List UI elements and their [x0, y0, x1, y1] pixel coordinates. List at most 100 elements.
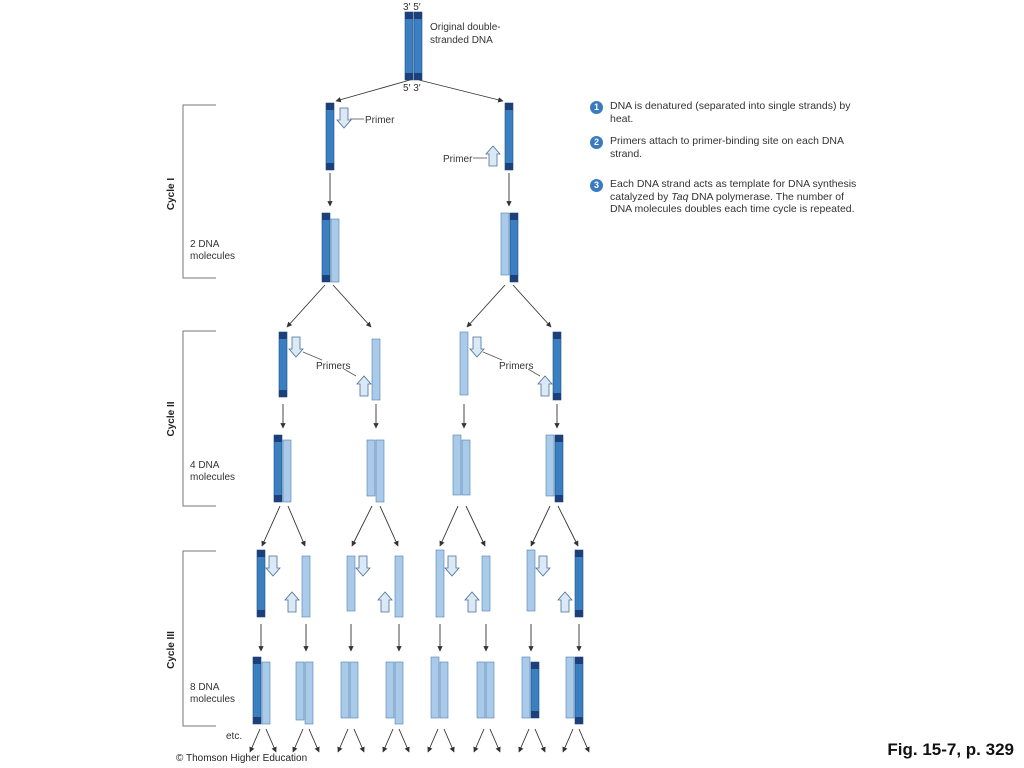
cycle-1-bracket	[182, 104, 216, 279]
flow-arrow	[353, 728, 365, 753]
flow-arrow	[530, 505, 551, 547]
template-strand	[574, 549, 584, 618]
primer-arrow	[355, 555, 371, 577]
strand-end-cap	[405, 12, 413, 19]
new-strand	[459, 331, 469, 396]
template-strand	[504, 102, 514, 171]
primers-leader-line	[302, 351, 323, 361]
cycle-2-label: Cycle II	[166, 401, 177, 436]
flow-arrow	[418, 79, 504, 103]
strand-end-cap	[505, 163, 513, 170]
primer-label-left: Primer	[365, 115, 395, 126]
strand-end-cap	[253, 717, 261, 724]
flow-arrow	[249, 728, 261, 753]
new-strand	[476, 661, 486, 719]
strand-end-cap	[510, 275, 518, 282]
new-strand	[261, 661, 271, 725]
flow-arrow	[443, 728, 455, 753]
flow-arrow	[287, 505, 306, 547]
primers-label-left: Primers	[316, 361, 350, 372]
flow-arrow	[512, 284, 552, 328]
new-strand	[340, 661, 350, 719]
figure-reference: Fig. 15-7, p. 329	[887, 740, 1014, 759]
primers-leader-line	[343, 368, 357, 377]
strand-end-cap	[279, 332, 287, 339]
new-strand	[461, 439, 471, 496]
cycle-2-count-line1: 4 DNA	[190, 460, 220, 471]
template-strand	[273, 434, 283, 503]
template-strand	[530, 661, 540, 719]
template-strand	[552, 331, 562, 401]
new-strand	[485, 661, 495, 719]
new-strand	[452, 434, 462, 496]
primers-leader-line	[482, 351, 503, 361]
strand-end-cap	[322, 213, 330, 220]
strand-end-label-bottom: 5′ 3′	[403, 83, 421, 94]
template-strand	[509, 212, 519, 283]
template-strand	[554, 434, 564, 503]
strand-end-cap	[414, 12, 422, 19]
strand-end-cap	[575, 610, 583, 617]
new-strand	[385, 661, 395, 719]
strand-end-cap	[505, 103, 513, 110]
template-strand	[321, 212, 331, 283]
strand-end-cap	[257, 550, 265, 557]
new-strand	[375, 439, 385, 503]
strand-end-cap	[531, 711, 539, 718]
original-dna-label-line1: Original double-	[430, 22, 501, 33]
strand-end-cap	[531, 662, 539, 669]
flow-arrow	[534, 728, 546, 753]
template-strand	[325, 102, 335, 171]
new-strand	[304, 661, 314, 725]
strand-end-cap	[575, 657, 583, 664]
cycle-3-count-line1: 8 DNA	[190, 682, 220, 693]
strand-end-cap	[553, 393, 561, 400]
flow-arrow	[518, 728, 530, 753]
primer-arrow	[464, 591, 480, 613]
new-strand	[526, 549, 536, 612]
strand-end-cap	[555, 495, 563, 502]
flow-arrow	[335, 79, 411, 103]
step-text: Primers attach to primer-binding site on…	[610, 135, 844, 160]
new-strand	[349, 661, 359, 719]
flow-arrow	[308, 728, 320, 753]
cycle-3-count-line2: molecules	[190, 694, 235, 705]
original-dna-label-line2: stranded DNA	[430, 35, 493, 46]
primer-arrow	[535, 555, 551, 577]
flow-arrow	[261, 505, 281, 547]
cycle-2-bracket	[182, 330, 216, 507]
primer-arrow	[377, 591, 393, 613]
new-strand	[282, 439, 292, 503]
strand-end-cap	[322, 275, 330, 282]
strand-end-cap	[575, 717, 583, 724]
strand-end-cap	[274, 495, 282, 502]
flow-arrow	[465, 505, 486, 547]
strand-end-cap	[555, 435, 563, 442]
primers-label-right: Primers	[499, 361, 533, 372]
new-strand	[371, 338, 381, 401]
flow-arrow	[439, 505, 459, 547]
primers-leader-line	[527, 368, 541, 377]
primer-label-right: Primer	[443, 154, 473, 165]
flow-arrow	[382, 728, 394, 753]
strand-end-cap	[326, 163, 334, 170]
new-strand	[346, 555, 356, 612]
flow-arrow	[473, 728, 485, 753]
primer-arrow	[557, 591, 573, 613]
flow-arrow	[466, 284, 506, 328]
step-text: Each DNA strand acts as template for DNA…	[610, 178, 860, 216]
new-strand	[439, 661, 449, 719]
new-strand	[565, 656, 575, 719]
step-list: 1 DNA is denatured (separated into singl…	[590, 100, 860, 226]
flow-arrow	[337, 728, 349, 753]
step-number-badge: 1	[590, 101, 603, 114]
strand-end-cap	[405, 73, 413, 80]
step-number-badge: 3	[590, 179, 603, 192]
strand-end-cap	[279, 390, 287, 397]
strand-end-label-top: 3′ 5′	[403, 2, 421, 13]
new-strand	[521, 656, 531, 719]
step-text-italic: Taq	[671, 190, 689, 203]
new-strand	[394, 661, 404, 725]
strand-end-cap	[326, 103, 334, 110]
flow-arrow	[292, 728, 304, 753]
